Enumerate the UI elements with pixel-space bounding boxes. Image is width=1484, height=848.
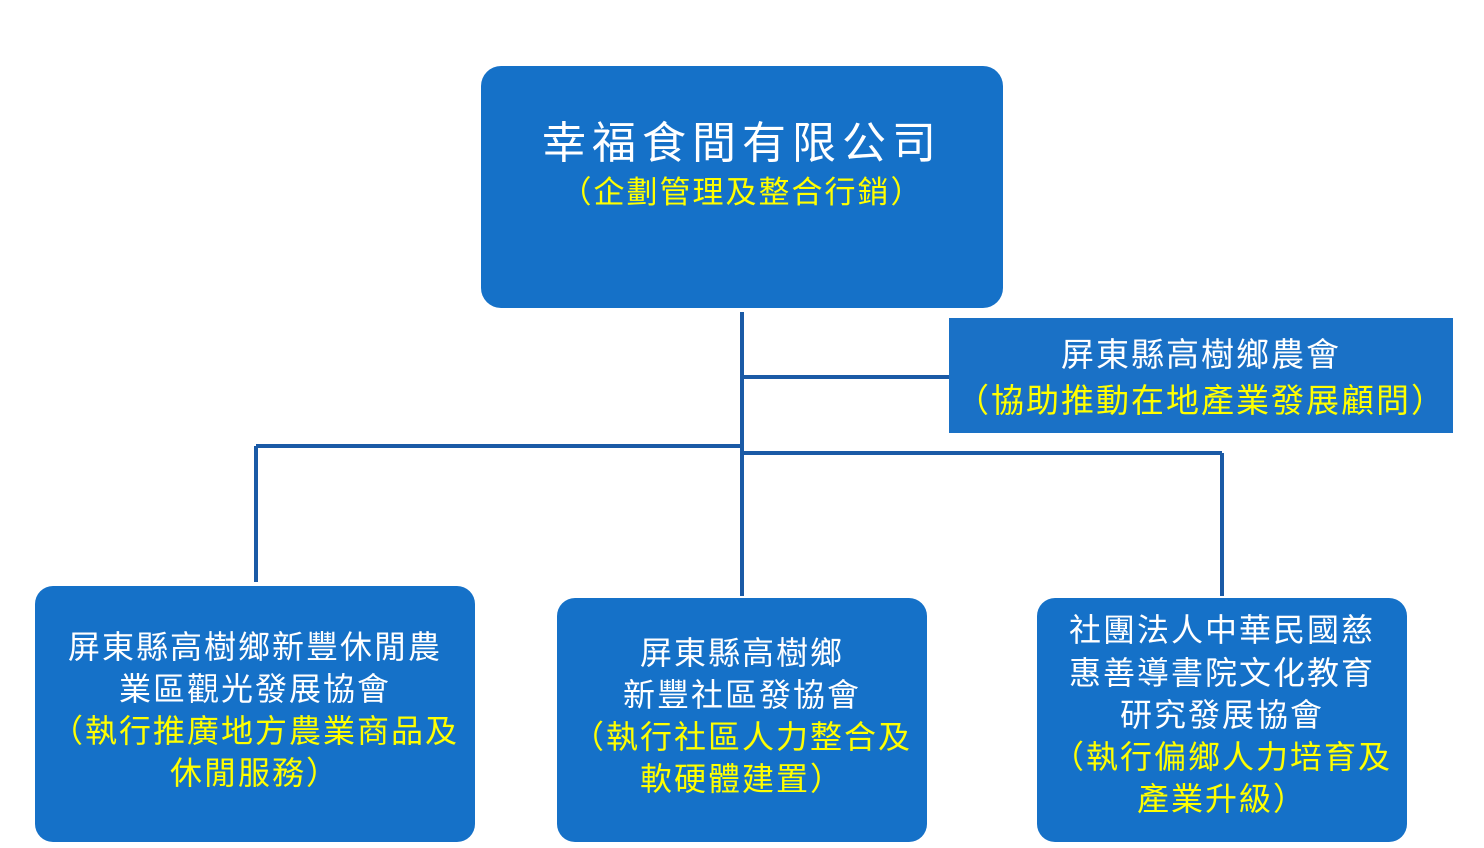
partner-box-farm-association: 屏東縣高樹鄉新豐休閒農 業區觀光發展協會 （執行推廣地方農業商品及 休閒服務） xyxy=(35,586,475,842)
partner-role-line: （執行推廣地方農業商品及 xyxy=(50,712,459,750)
advisor-role: （協助推動在地產業發展顧問） xyxy=(956,381,1446,421)
partner-name-line: 新豐社區發協會 xyxy=(622,675,861,714)
partner-role-line: 產業升級） xyxy=(1136,780,1307,819)
partner-role-line: （執行社區人力整合及 xyxy=(571,718,912,756)
company-role: （企劃管理及整合行銷） xyxy=(560,175,924,212)
partner-role-line: 休閒服務） xyxy=(169,754,340,793)
partner-name-line: 屏東縣高樹鄉 xyxy=(639,633,844,672)
advisor-box: 屏東縣高樹鄉農會 （協助推動在地產業發展顧問） xyxy=(949,318,1453,433)
partner-name-line: 屏東縣高樹鄉新豐休閒農 xyxy=(67,627,442,666)
company-title: 幸福食間有限公司 xyxy=(542,118,942,169)
partner-name-line: 業區觀光發展協會 xyxy=(118,669,391,708)
company-box: 幸福食間有限公司 （企劃管理及整合行銷） xyxy=(481,66,1003,308)
partner-box-community-association: 屏東縣高樹鄉 新豐社區發協會 （執行社區人力整合及 軟硬體建置） xyxy=(557,598,927,842)
partner-role-line: （執行偏鄉人力培育及 xyxy=(1051,738,1392,777)
partner-name-line: 社團法人中華民國慈 xyxy=(1068,611,1375,650)
partner-box-education-association: 社團法人中華民國慈 惠善導書院文化教育 研究發展協會 （執行偏鄉人力培育及 產業… xyxy=(1037,598,1407,842)
partner-role-line: 軟硬體建置） xyxy=(639,760,844,799)
partner-name-line: 惠善導書院文化教育 xyxy=(1068,653,1375,692)
advisor-name: 屏東縣高樹鄉農會 xyxy=(1061,335,1341,374)
partner-name-line: 研究發展協會 xyxy=(1119,695,1324,734)
